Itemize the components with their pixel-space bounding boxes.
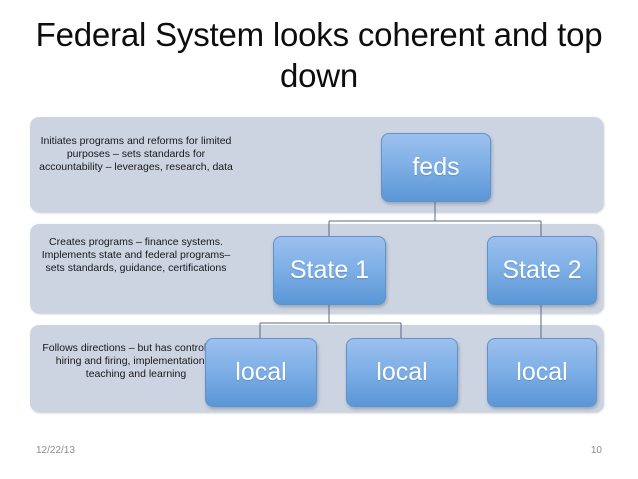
page-title: Federal System looks coherent and top do… (35, 16, 603, 94)
footer-page-number: 10 (590, 445, 602, 456)
footer-date: 12/22/13 (36, 445, 75, 456)
node-local-3[interactable]: local (487, 338, 597, 407)
band-local-description: Follows directions – but has control ove… (42, 342, 230, 381)
node-state-1[interactable]: State 1 (273, 236, 386, 305)
node-state-2[interactable]: State 2 (487, 236, 597, 305)
node-local-1[interactable]: local (205, 338, 317, 407)
node-local-2[interactable]: local (346, 338, 458, 407)
band-federal-level: Initiates programs and reforms for limit… (30, 117, 603, 212)
node-feds[interactable]: feds (381, 133, 491, 202)
band-state-description: Creates programs – finance systems. Impl… (41, 236, 231, 275)
band-federal-description: Initiates programs and reforms for limit… (39, 135, 233, 174)
